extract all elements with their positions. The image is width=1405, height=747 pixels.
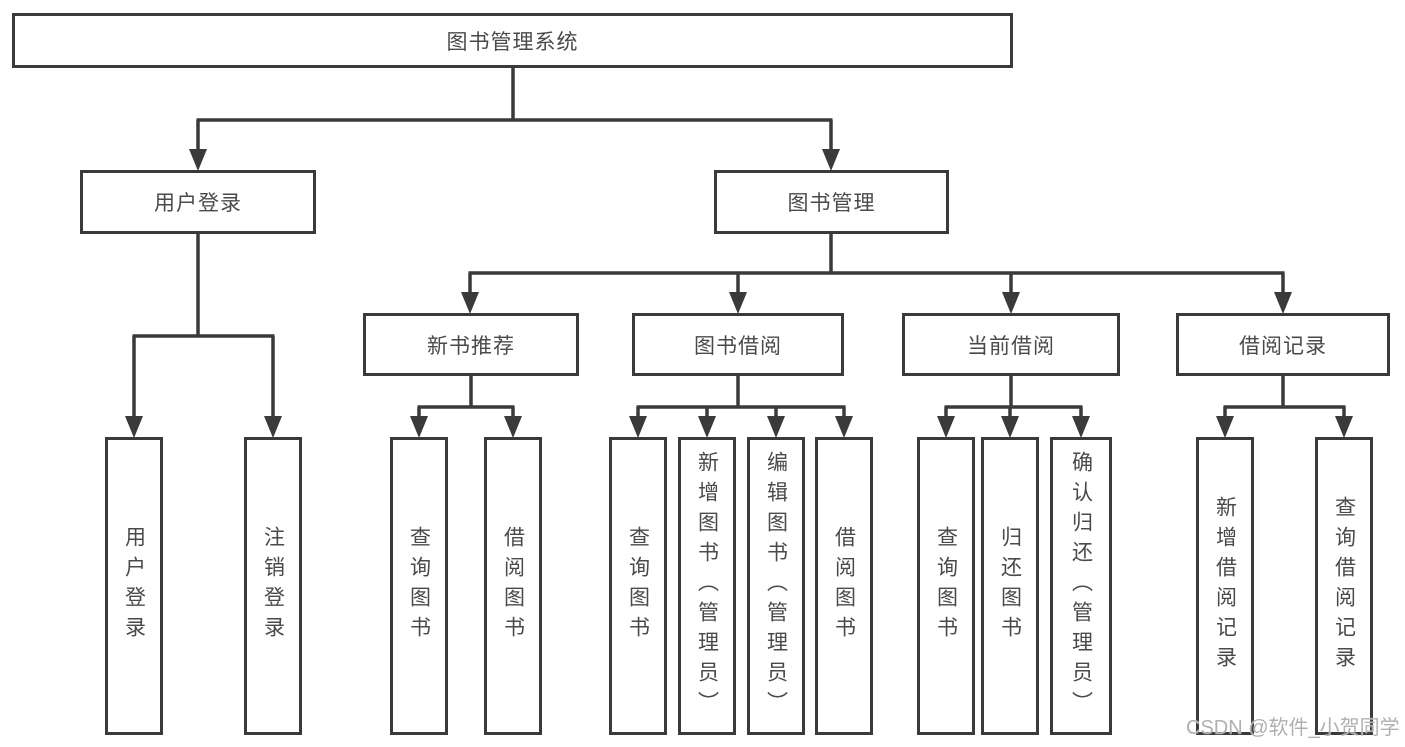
arrowhead — [835, 416, 853, 438]
arrowhead — [461, 292, 479, 314]
node-borrow-records: 借阅记录 — [1176, 313, 1390, 376]
leaf-borrow-books-recommend-label: 借阅图书 — [501, 526, 525, 646]
arrowhead — [729, 292, 747, 314]
arrowheads — [125, 149, 1353, 438]
leaf-add-borrow-record-label: 新增借阅记录 — [1213, 496, 1237, 676]
connector-bookmgmt-to-level3 — [468, 234, 1285, 295]
node-book-management: 图书管理 — [714, 170, 949, 234]
arrowhead — [698, 416, 716, 438]
arrowhead — [1216, 416, 1234, 438]
node-root-label: 图书管理系统 — [446, 30, 579, 54]
arrowhead — [410, 416, 428, 438]
node-user-login: 用户登录 — [80, 170, 316, 234]
leaf-logout: 注销登录 — [244, 437, 302, 735]
node-root: 图书管理系统 — [12, 13, 1013, 68]
leaf-return-book-label: 归还图书 — [998, 526, 1022, 646]
connector-borrowing-to-leaves — [636, 376, 846, 419]
connector-current-to-leaves — [944, 376, 1083, 419]
leaf-borrow-books-borrowing-label: 借阅图书 — [832, 526, 856, 646]
node-current-borrowing: 当前借阅 — [902, 313, 1120, 376]
leaf-add-borrow-record: 新增借阅记录 — [1196, 437, 1254, 735]
arrowhead — [1335, 416, 1353, 438]
node-borrow-records-label: 借阅记录 — [1239, 334, 1327, 358]
node-new-book-recommend-label: 新书推荐 — [427, 334, 515, 358]
arrowhead — [822, 149, 840, 171]
leaf-edit-book-admin-label: 编辑图书（管理员） — [764, 451, 788, 721]
leaf-return-book: 归还图书 — [981, 437, 1039, 735]
csdn-watermark: CSDN @软件_小贺同学 — [1186, 717, 1400, 739]
arrowhead — [504, 416, 522, 438]
leaf-user-login: 用户登录 — [105, 437, 163, 735]
leaf-search-books-recommend: 查询图书 — [390, 437, 448, 735]
arrowhead — [937, 416, 955, 438]
leaf-search-books-current: 查询图书 — [917, 437, 975, 735]
arrowhead — [189, 149, 207, 171]
arrowhead — [1001, 416, 1019, 438]
node-book-borrowing: 图书借阅 — [632, 313, 844, 376]
arrowhead — [125, 416, 143, 438]
leaf-search-books-recommend-label: 查询图书 — [407, 526, 431, 646]
node-current-borrowing-label: 当前借阅 — [967, 334, 1055, 358]
leaf-confirm-return-admin-label: 确认归还（管理员） — [1069, 451, 1093, 721]
leaf-borrow-books-recommend: 借阅图书 — [484, 437, 542, 735]
node-new-book-recommend: 新书推荐 — [363, 313, 579, 376]
leaf-add-book-admin: 新增图书（管理员） — [678, 437, 736, 735]
arrowhead — [767, 416, 785, 438]
leaf-search-books-borrowing: 查询图书 — [609, 437, 667, 735]
node-book-management-label: 图书管理 — [787, 192, 876, 215]
node-book-borrowing-label: 图书借阅 — [694, 334, 782, 358]
node-user-login-label: 用户登录 — [154, 192, 242, 215]
arrowhead — [264, 416, 282, 438]
leaf-user-login-label: 用户登录 — [122, 526, 146, 646]
arrowhead — [629, 416, 647, 438]
leaf-borrow-books-borrowing: 借阅图书 — [815, 437, 873, 735]
leaf-search-books-borrowing-label: 查询图书 — [626, 526, 650, 646]
leaf-search-borrow-record-label: 查询借阅记录 — [1332, 496, 1356, 676]
connector-root-to-level2 — [196, 68, 833, 152]
connector-userlogin-to-leaves — [132, 234, 275, 419]
leaf-search-borrow-record: 查询借阅记录 — [1315, 437, 1373, 735]
connector-records-to-leaves — [1223, 376, 1346, 419]
connector-newbooks-to-leaves — [417, 376, 515, 419]
connector-segments — [132, 68, 1346, 419]
leaf-confirm-return-admin: 确认归还（管理员） — [1050, 437, 1112, 735]
arrowhead — [1072, 416, 1090, 438]
leaf-add-book-admin-label: 新增图书（管理员） — [695, 451, 719, 721]
leaf-search-books-current-label: 查询图书 — [934, 526, 958, 646]
leaf-logout-label: 注销登录 — [261, 526, 285, 646]
arrowhead — [1274, 292, 1292, 314]
leaf-edit-book-admin: 编辑图书（管理员） — [747, 437, 805, 735]
arrowhead — [1002, 292, 1020, 314]
